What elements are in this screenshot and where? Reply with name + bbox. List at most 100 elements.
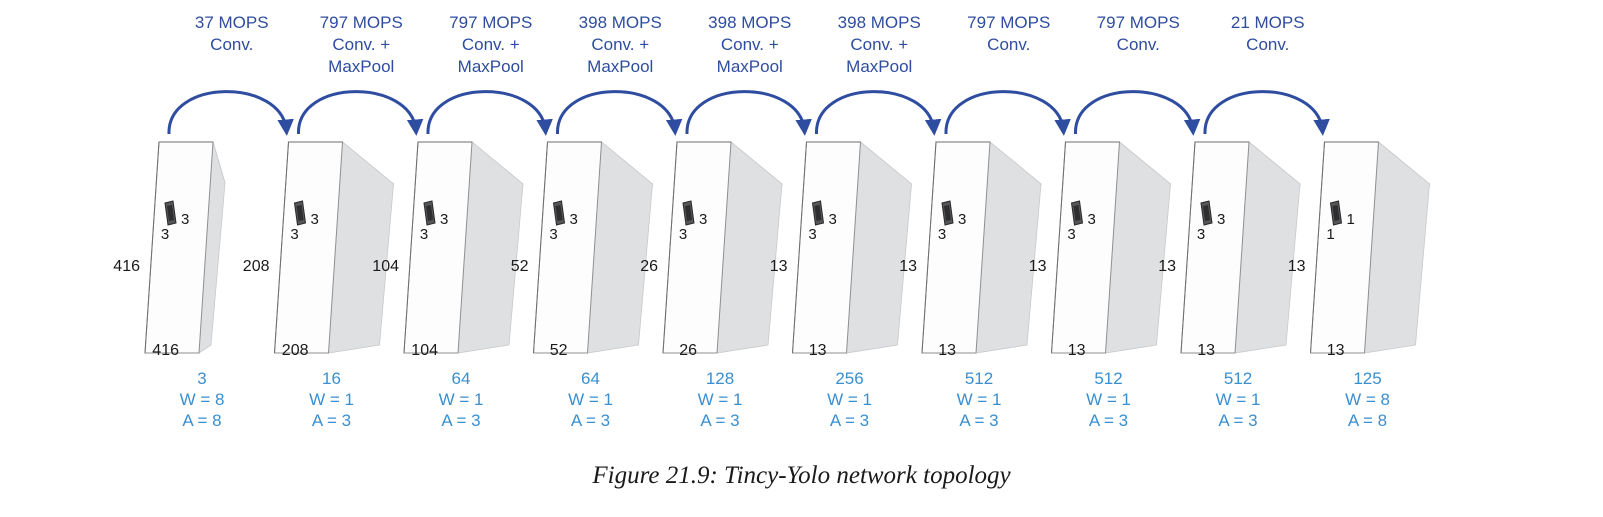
operation-type-label: Conv. + (462, 35, 520, 54)
layer-activation-bits-label: A = 3 (1089, 411, 1128, 430)
layer-activation-bits-label: A = 3 (1218, 411, 1257, 430)
kernel-size-label: 3 (829, 211, 837, 228)
kernel-icon-inner (1332, 205, 1340, 221)
operation-type-label: Conv. (1117, 35, 1160, 54)
operation-mops-label: 398 MOPS (708, 13, 791, 32)
operation-type-label: Conv. + (850, 35, 908, 54)
layer-height-label: 26 (640, 258, 658, 275)
layer-channels-label: 3 (197, 369, 206, 388)
layer-front-edge (274, 141, 343, 354)
kernel-icon-inner (426, 205, 433, 221)
kernel-icon-inner (814, 205, 822, 221)
layer-front-edge (662, 141, 731, 354)
kernel-size-label: 3 (1067, 226, 1075, 243)
operation-type-label: Conv. (1246, 35, 1289, 54)
layer-front-edge (1310, 141, 1379, 354)
layer-width-label: 13 (809, 342, 827, 359)
kernel-size-label: 3 (290, 226, 298, 243)
kernel-size-label: 1 (1326, 226, 1334, 243)
kernel-size-label: 3 (311, 211, 319, 228)
layer-weight-bits-label: W = 8 (180, 390, 225, 409)
kernel-size-label: 3 (938, 226, 946, 243)
operation-type-label: Conv. (210, 35, 253, 54)
operation-arrow (167, 90, 294, 136)
operation-type-label: MaxPool (587, 57, 653, 76)
layer-front-edge (1180, 141, 1249, 354)
operation-type-label: MaxPool (458, 57, 524, 76)
operation-type-label: Conv. + (721, 35, 779, 54)
layer-channels-label: 16 (322, 369, 341, 388)
layer-front-edge (144, 141, 213, 354)
layer-weight-bits-label: W = 1 (1216, 390, 1261, 409)
layer-channels-label: 64 (452, 369, 471, 388)
layer-channels-label: 64 (581, 369, 600, 388)
kernel-size-label: 3 (958, 211, 966, 228)
layer-weight-bits-label: W = 1 (309, 390, 354, 409)
kernel-icon-inner (296, 205, 304, 221)
layer-activation-bits-label: A = 3 (959, 411, 998, 430)
layer-activation-bits-label: A = 3 (312, 411, 351, 430)
operation-arrow (296, 90, 424, 136)
layer-width-label: 208 (282, 342, 309, 359)
kernel-icon-inner (167, 205, 174, 221)
layer-height-label: 13 (1158, 258, 1176, 275)
layer-width-label: 13 (1197, 342, 1215, 359)
kernel-icon-inner (1073, 205, 1081, 221)
operation-mops-label: 797 MOPS (967, 13, 1050, 32)
layer-weight-bits-label: W = 1 (439, 390, 484, 409)
layer-weight-bits-label: W = 1 (827, 390, 872, 409)
layer-front-edge (533, 141, 602, 354)
layer-block: 33 208 208 16 W = 1 A = 3 (243, 141, 395, 430)
operation-mops-label: 797 MOPS (320, 13, 403, 32)
layer-width-label: 13 (1068, 342, 1086, 359)
operation-type-label: MaxPool (717, 57, 783, 76)
kernel-icon-inner (944, 205, 951, 221)
layer-height-label: 13 (899, 258, 917, 275)
kernel-icon-inner (1203, 205, 1210, 221)
operation-mops-label: 398 MOPS (579, 13, 662, 32)
operation-type-label: Conv. + (332, 35, 390, 54)
layer-height-label: 13 (1029, 258, 1047, 275)
layer-height-label: 52 (511, 258, 529, 275)
layer-activation-bits-label: A = 3 (571, 411, 610, 430)
kernel-size-label: 3 (570, 211, 578, 228)
kernel-icon-inner (555, 205, 563, 221)
operation-arrow (426, 90, 553, 136)
operation: 797 MOPS Conv. (944, 13, 1071, 136)
layer-channels-label: 125 (1353, 369, 1381, 388)
layer-height-label: 13 (770, 258, 788, 275)
layer-channels-label: 512 (1094, 369, 1122, 388)
layer-activation-bits-label: A = 8 (182, 411, 221, 430)
layer-channels-label: 512 (965, 369, 993, 388)
kernel-size-label: 3 (679, 226, 687, 243)
layer-width-label: 13 (1327, 342, 1345, 359)
layer-width-label: 26 (679, 342, 697, 359)
operation-mops-label: 21 MOPS (1231, 13, 1305, 32)
operation-arrow (1203, 90, 1330, 136)
kernel-size-label: 3 (699, 211, 707, 228)
kernel-size-label: 1 (1347, 211, 1355, 228)
layer-activation-bits-label: A = 8 (1348, 411, 1387, 430)
operation-type-label: Conv. (987, 35, 1030, 54)
figure-caption: Figure 21.9: Tincy-Yolo network topology (592, 462, 1011, 489)
operation-arrow (814, 90, 942, 136)
layer-channels-label: 128 (706, 369, 734, 388)
layer-height-label: 208 (243, 258, 270, 275)
layer-front-edge (921, 141, 990, 354)
layer-front-edge (403, 141, 472, 354)
operation-arrow (944, 90, 1071, 136)
layer-width-label: 104 (411, 342, 438, 359)
layer-width-label: 52 (550, 342, 568, 359)
kernel-size-label: 3 (181, 211, 189, 228)
